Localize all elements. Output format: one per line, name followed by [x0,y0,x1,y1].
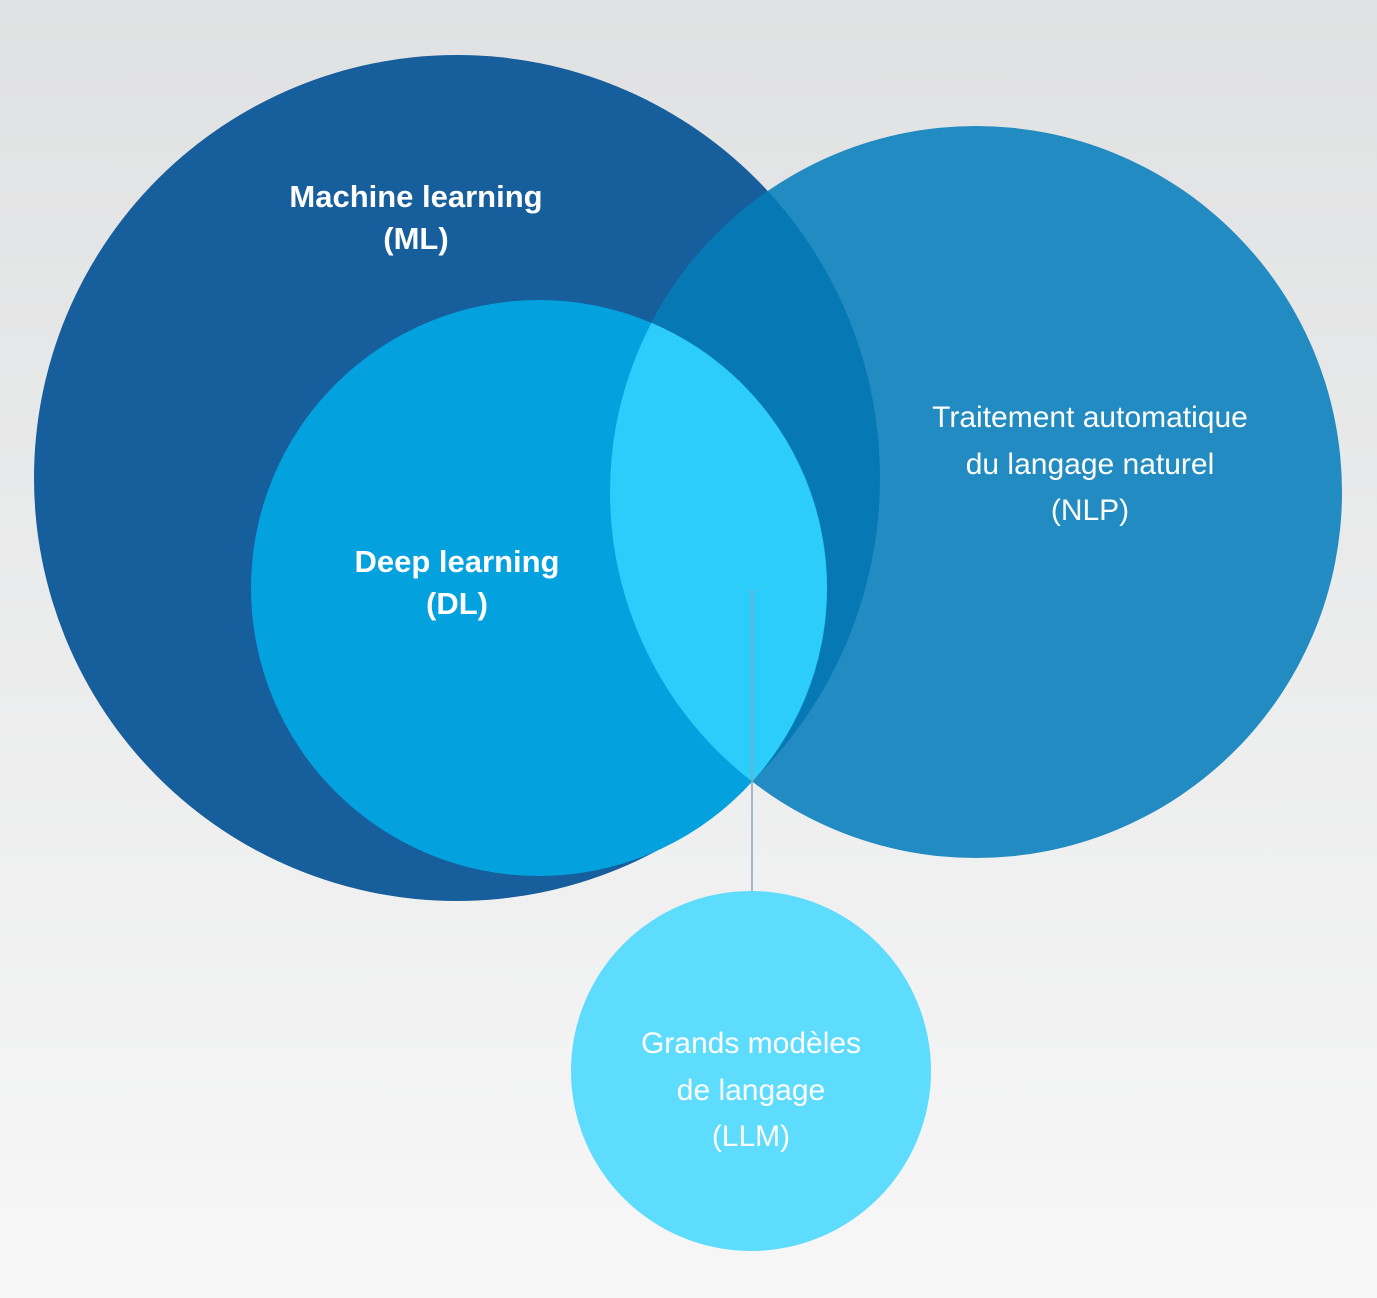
nlp-label-line1: Traitement automatique [932,401,1248,434]
llm-label: Grands modèles de langage (LLM) [641,1021,861,1161]
dl-label-line2: (DL) [426,585,488,621]
ml-label: Machine learning (ML) [289,176,542,260]
llm-label-line3: (LLM) [711,1120,791,1153]
llm-circle [571,891,931,1251]
nlp-label-line2: du langage naturel [965,447,1215,481]
ml-label-line2: (ML) [383,220,449,256]
llm-label-line2: de langage [676,1073,826,1107]
dl-label-line1: Deep learning [354,544,560,579]
llm-label-line1: Grands modèles [640,1027,862,1060]
nlp-label-line3: (NLP) [1050,494,1130,527]
dl-label: Deep learning (DL) [355,541,560,625]
nlp-label: Traitement automatique du langage nature… [932,395,1248,535]
ml-label-line1: Machine learning [289,179,543,214]
